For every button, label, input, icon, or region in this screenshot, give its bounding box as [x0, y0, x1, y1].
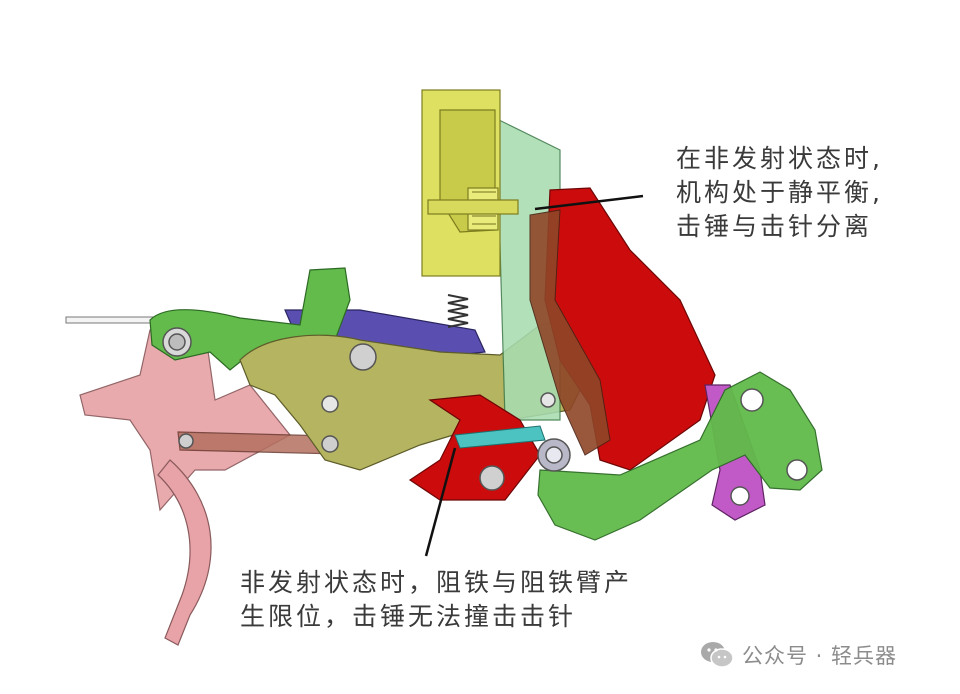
- bolt-assembly: [421, 89, 519, 277]
- sear-red: [408, 394, 541, 501]
- annotation-bottom: 非发射状态时，阻铁与阻铁臂产 生限位，击锤无法撞击击针: [240, 566, 632, 634]
- annotation-top-line-3: 击锤与击针分离: [676, 212, 873, 241]
- trigger: [79, 329, 291, 646]
- sear-spring: [447, 294, 469, 328]
- spring-bracket: [537, 371, 823, 541]
- annotation-top: 在非发射状态时, 机构处于静平衡, 击锤与击针分离: [676, 142, 883, 244]
- hammer-strut: [529, 209, 611, 456]
- callout-line-top: [534, 194, 644, 211]
- callout-line-bottom: [424, 447, 457, 557]
- watermark-text: 公众号 · 轻兵器: [742, 644, 898, 668]
- annotation-bottom-line-2: 生限位，击锤无法撞击击针: [240, 602, 577, 631]
- wechat-icon: [700, 641, 734, 669]
- sear-arm-stop: [454, 425, 546, 449]
- annotation-bottom-line-1: 非发射状态时，阻铁与阻铁臂产: [240, 568, 633, 597]
- watermark: 公众号 · 轻兵器: [700, 640, 897, 670]
- pivot-pins: [162, 327, 808, 506]
- trigger-bar: [149, 267, 351, 371]
- annotation-top-line-1: 在非发射状态时,: [676, 144, 883, 173]
- annotation-top-line-2: 机构处于静平衡,: [676, 178, 883, 207]
